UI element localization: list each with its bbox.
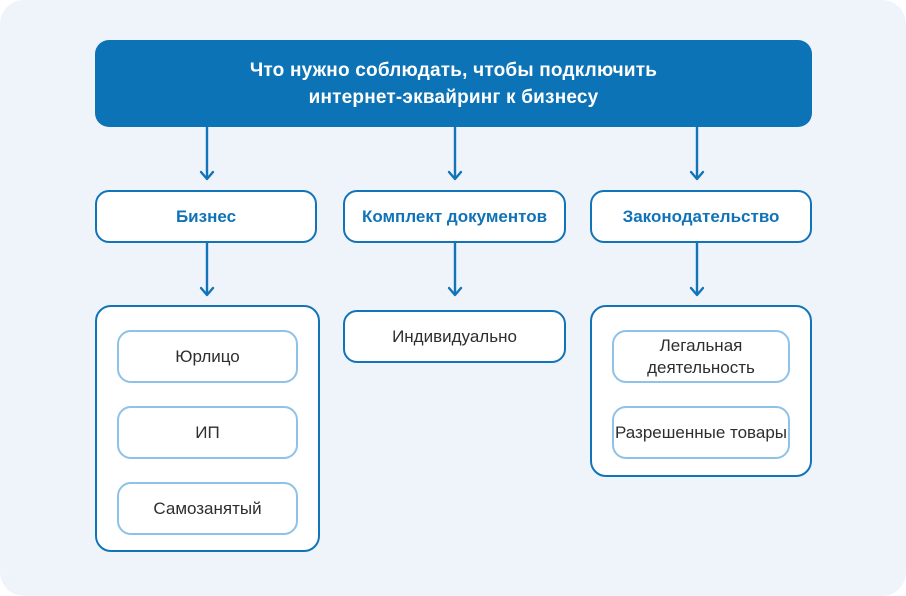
subnode-permitted-goods: Разрешенные товары: [612, 406, 790, 459]
subnode-legal-activity: Легальная деятельность: [612, 330, 790, 383]
arrow-down-icon: [199, 127, 215, 184]
group-business-types: Юрлицо ИП Самозанятый: [95, 305, 320, 552]
node-documents: Комплект документов: [343, 190, 566, 243]
group-legislation-items: Легальная деятельность Разрешенные товар…: [590, 305, 812, 477]
arrow-down-icon: [689, 127, 705, 184]
diagram-title-line1: Что нужно соблюдать, чтобы подключить: [249, 59, 658, 81]
subnode-legal-entity: Юрлицо: [117, 330, 298, 383]
arrow-down-icon: [199, 243, 215, 300]
arrow-down-icon: [689, 243, 705, 300]
subnode-self-employed: Самозанятый: [117, 482, 298, 535]
arrow-down-icon: [447, 127, 463, 184]
diagram-title: Что нужно соблюдать, чтобы подключить ин…: [95, 40, 812, 127]
node-business: Бизнес: [95, 190, 317, 243]
subnode-sole-proprietor: ИП: [117, 406, 298, 459]
arrow-down-icon: [447, 243, 463, 300]
diagram-title-line2: интернет-эквайринг к бизнесу: [308, 86, 599, 108]
node-legislation: Законодательство: [590, 190, 812, 243]
node-individually: Индивидуально: [343, 310, 566, 363]
